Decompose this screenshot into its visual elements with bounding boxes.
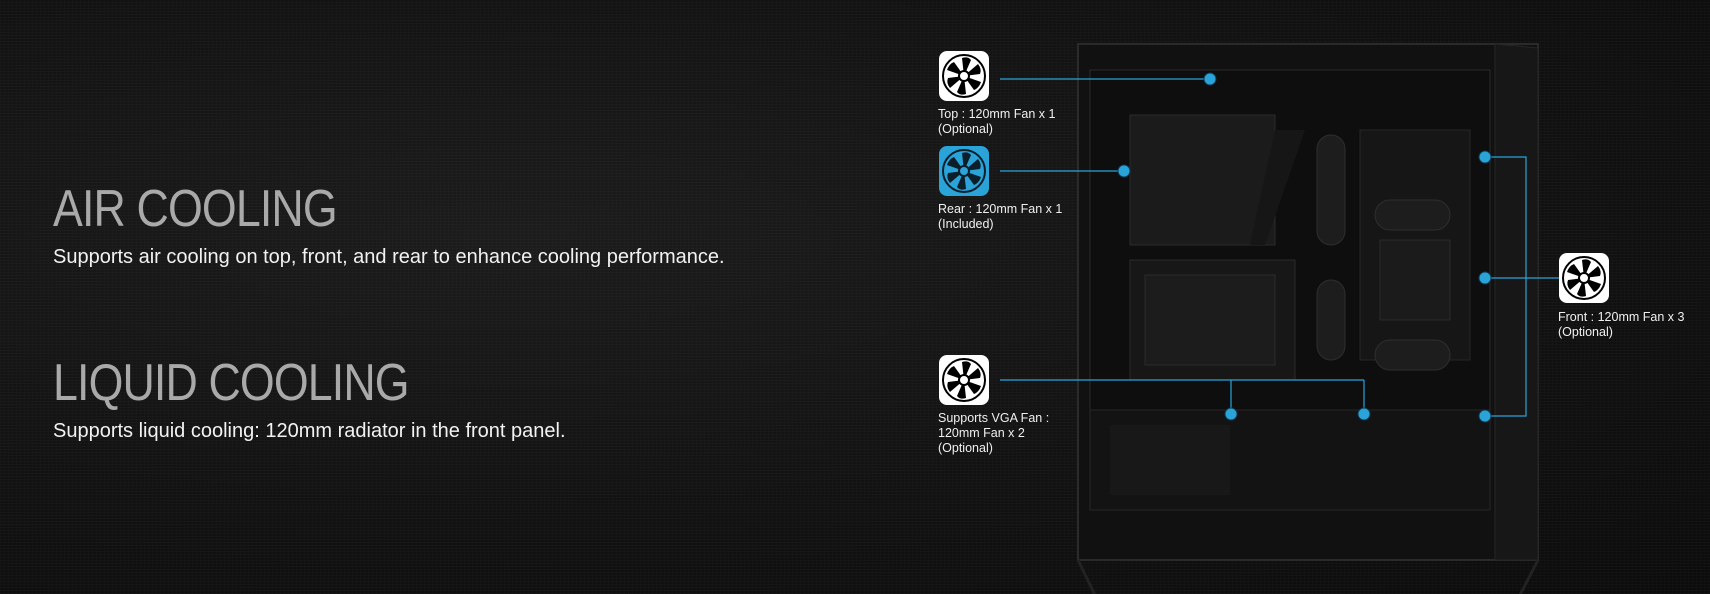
top-fan-label-line2: (Optional) [938, 122, 993, 136]
rear-fan-label-line2: (Included) [938, 217, 994, 231]
pc-case-illustration [1000, 43, 1560, 594]
vga-fan-label-line3: (Optional) [938, 441, 993, 455]
liquid-cooling-section: LIQUID COOLING Supports liquid cooling: … [53, 354, 566, 443]
fan-icon-blue [939, 146, 989, 196]
front-fan-label-line2: (Optional) [1558, 325, 1613, 339]
connector-lines [1000, 78, 1560, 417]
vga-fan-label-line1: Supports VGA Fan : [938, 411, 1050, 425]
air-cooling-description: Supports air cooling on top, front, and … [53, 246, 725, 268]
air-cooling-section: AIR COOLING Supports air cooling on top,… [53, 180, 725, 269]
fan-icon-outline [1559, 253, 1609, 303]
liquid-cooling-description: Supports liquid cooling: 120mm radiator … [53, 420, 566, 442]
rear-fan-label: Rear : 120mm Fan x 1 (Included) [938, 202, 1062, 232]
air-cooling-heading: AIR COOLING [53, 180, 338, 238]
front-fan-label: Front : 120mm Fan x 3 (Optional) [1558, 310, 1684, 340]
rear-fan-label-line1: Rear : 120mm Fan x 1 [938, 202, 1063, 216]
top-fan-label-line1: Top : 120mm Fan x 1 [938, 107, 1056, 121]
front-fan-label-line1: Front : 120mm Fan x 3 [1558, 310, 1685, 324]
connector-dots [1117, 72, 1492, 423]
fan-icon-outline [939, 51, 989, 101]
case-front-panel [1494, 43, 1539, 561]
vga-fan-label: Supports VGA Fan : 120mm Fan x 2 (Option… [938, 411, 1049, 456]
vga-fan-label-line2: 120mm Fan x 2 [938, 426, 1025, 440]
liquid-cooling-heading: LIQUID COOLING [53, 354, 410, 412]
fan-icon-outline [939, 355, 989, 405]
top-fan-label: Top : 120mm Fan x 1 (Optional) [938, 107, 1055, 137]
case-diagram: Top : 120mm Fan x 1 (Optional) Rear : 12… [930, 0, 1710, 594]
